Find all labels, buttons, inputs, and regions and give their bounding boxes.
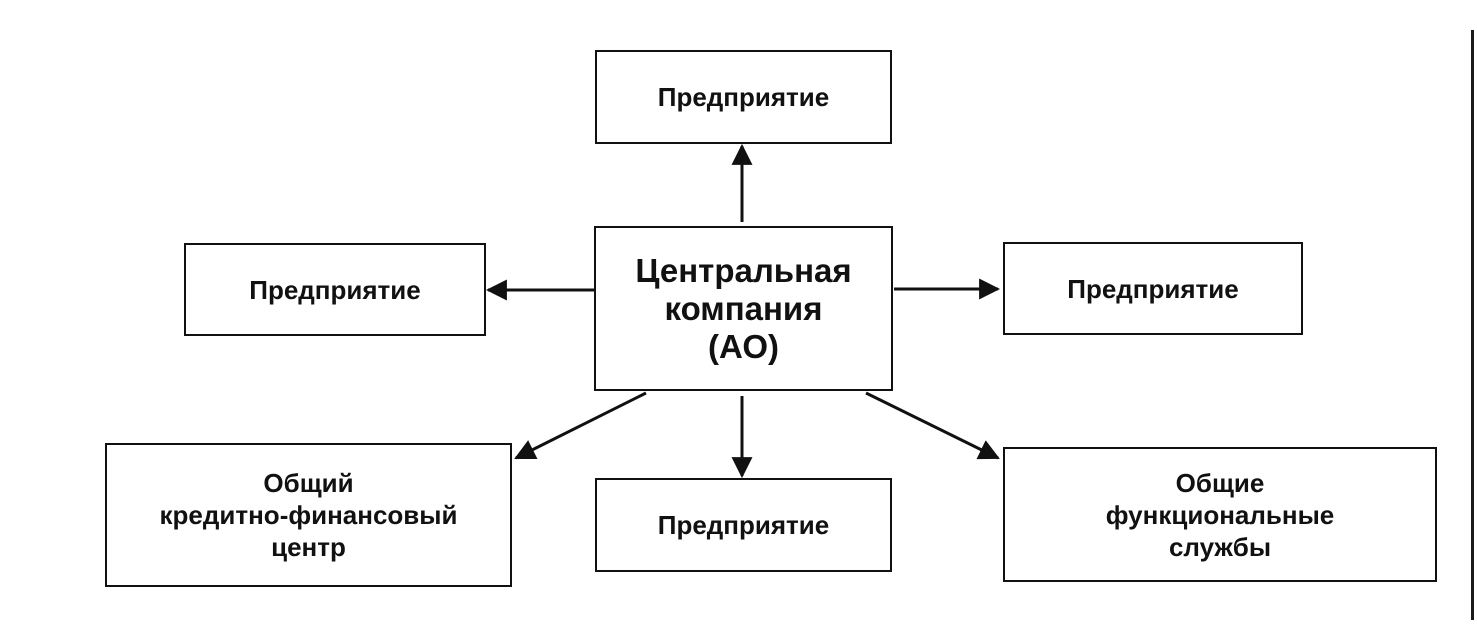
- node-label-line-1: Общие: [1175, 467, 1265, 498]
- node-label-line-2: кредитно-финансовый: [159, 500, 458, 530]
- node-bottom-enterprise: Предприятие: [595, 478, 892, 572]
- arrow-to-bottom-left: [514, 391, 647, 460]
- node-label: Предприятие: [657, 82, 830, 112]
- arrow-to-bottom-right: [865, 391, 1000, 460]
- node-label-line-3: (АО): [707, 327, 780, 365]
- node-top-enterprise: Предприятие: [595, 50, 892, 144]
- node-functional-services: Общие функциональные службы: [1003, 447, 1437, 582]
- page-edge-rule: [1471, 30, 1474, 620]
- node-label: Предприятие: [657, 510, 830, 540]
- node-central-company: Центральная компания (АО): [594, 226, 893, 391]
- node-label-line-3: центр: [271, 532, 346, 562]
- node-label-line-1: Общий: [263, 468, 354, 498]
- node-label: Предприятие: [1067, 273, 1239, 304]
- node-left-enterprise: Предприятие: [184, 243, 486, 336]
- node-label-line-2: функциональные: [1105, 499, 1335, 530]
- node-label-line-2: компания: [664, 289, 823, 327]
- node-label: Предприятие: [249, 274, 421, 305]
- node-credit-financial-center: Общий кредитно-финансовый центр: [105, 443, 512, 587]
- node-label-line-1: Центральная: [635, 251, 852, 289]
- node-label-line-3: службы: [1168, 531, 1272, 562]
- node-right-enterprise: Предприятие: [1003, 242, 1303, 335]
